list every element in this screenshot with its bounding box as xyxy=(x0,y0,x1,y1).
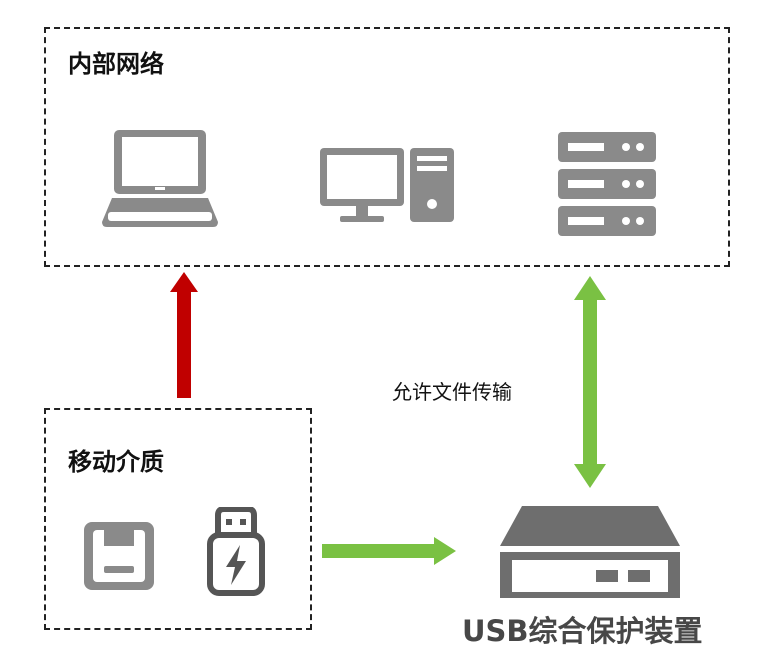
usb-protection-device-icon xyxy=(500,504,680,600)
usb-drive-icon xyxy=(204,507,268,597)
allowed-transfer-double-arrow xyxy=(572,276,608,488)
floppy-disk-icon xyxy=(82,520,156,592)
media-to-device-arrow xyxy=(322,536,456,566)
usb-protection-device-label: USB综合保护装置 xyxy=(462,614,703,648)
allow-file-transfer-label: 允许文件传输 xyxy=(392,380,512,404)
desktop-computer-icon xyxy=(318,146,458,224)
internal-network-title: 内部网络 xyxy=(68,50,164,78)
laptop-icon xyxy=(100,124,220,232)
internal-network-group xyxy=(44,27,730,267)
removable-media-group xyxy=(44,408,312,630)
blocked-transfer-arrow xyxy=(168,272,200,398)
removable-media-title: 移动介质 xyxy=(68,448,164,476)
server-icon xyxy=(558,132,656,236)
